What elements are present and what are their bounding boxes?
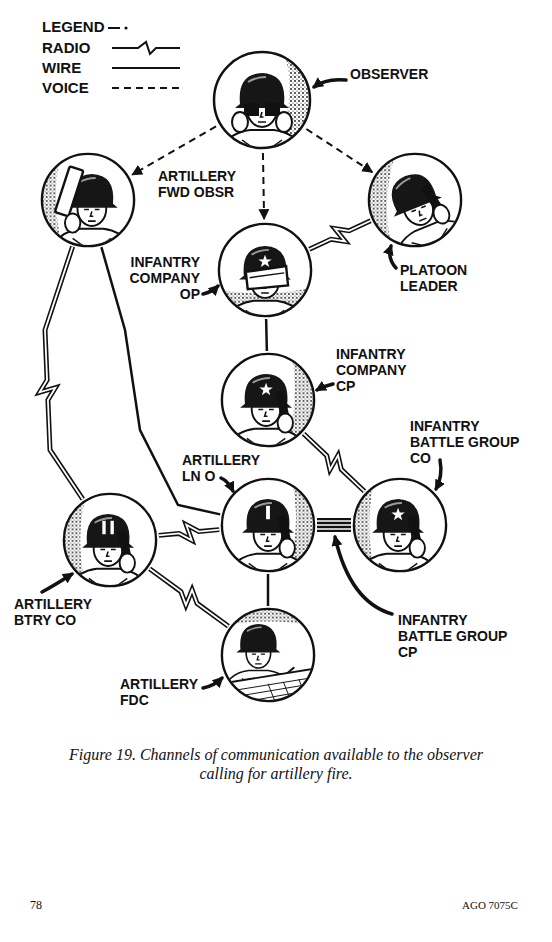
legend: RADIO WIRE VOICE xyxy=(42,38,182,98)
wire-link xyxy=(265,319,268,351)
radio-link xyxy=(309,221,370,250)
radio-link xyxy=(159,525,219,541)
channel xyxy=(150,569,229,626)
voice-link xyxy=(132,126,216,174)
soldier-circle: ARTILLERY FWD OBSR xyxy=(40,152,136,248)
soldier-illustration xyxy=(212,50,312,150)
channel xyxy=(268,574,269,606)
channel xyxy=(263,153,264,219)
legend-dash xyxy=(108,27,120,29)
node-label: INFANTRY COMPANY CP xyxy=(336,346,422,394)
soldier-illustration xyxy=(217,222,313,318)
legend-item: RADIO xyxy=(42,38,182,58)
soldier-illustration xyxy=(220,352,316,448)
band-stripe xyxy=(317,528,351,529)
soldier-circle: INFANTRY BATTLE GROUP CO xyxy=(352,477,448,573)
soldier-circle: INFANTRY COMPANY OP xyxy=(217,222,313,318)
channel xyxy=(159,525,219,541)
soldier-illustration xyxy=(220,607,316,703)
legend-sample xyxy=(110,58,182,78)
soldier-illustration xyxy=(40,152,136,248)
node-label: INFANTRY BATTLE GROUP CO xyxy=(410,418,526,466)
wire-link xyxy=(267,574,270,606)
pointer-arrow xyxy=(317,384,333,390)
band-link xyxy=(317,518,351,532)
node-label: ARTILLERY LN O xyxy=(182,452,268,484)
soldier-circle: ARTILLERY BTRY CO xyxy=(62,492,158,588)
legend-sample xyxy=(110,78,182,98)
pointer-arrow xyxy=(314,80,346,87)
figure-caption: Figure 19. Channels of communication ava… xyxy=(56,745,496,783)
soldier-illustration xyxy=(220,477,316,573)
radio-line-core xyxy=(309,221,370,250)
pointer-arrows xyxy=(42,80,441,688)
channel xyxy=(309,221,370,250)
node-label: ARTILLERY FWD OBSR xyxy=(158,168,244,200)
channel xyxy=(266,319,268,351)
radio-link xyxy=(40,247,83,500)
legend-text: VOICE xyxy=(42,79,104,97)
wire-sample xyxy=(112,67,180,69)
pointer-arrow xyxy=(42,574,72,592)
channel xyxy=(40,247,83,500)
soldier-circle: OBSERVER xyxy=(212,50,312,150)
node-label: ARTILLERY FDC xyxy=(120,676,206,708)
radio-link xyxy=(304,434,365,492)
soldier-illustration xyxy=(352,477,448,573)
pointer-arrow xyxy=(390,246,396,268)
pointer-arrow xyxy=(203,286,218,294)
page-number: 78 xyxy=(30,898,42,912)
legend-dot xyxy=(124,26,127,29)
pointer-arrow xyxy=(221,478,233,491)
radio-line-core xyxy=(304,434,365,492)
radio-sample xyxy=(112,42,180,54)
soldier-illustration xyxy=(367,152,463,248)
soldier-circle: ARTILLERY LN O xyxy=(220,477,316,573)
soldier-circle: INFANTRY COMPANY CP xyxy=(220,352,316,448)
legend-text: WIRE xyxy=(42,59,104,77)
node-label: OBSERVER xyxy=(350,66,428,82)
node-label: INFANTRY COMPANY OP xyxy=(114,254,200,302)
soldier-circle: ARTILLERY FDC xyxy=(220,607,316,703)
radio-line-core xyxy=(150,569,229,626)
radio-line-core xyxy=(40,247,83,500)
radio-line-core xyxy=(159,525,219,541)
legend-item: VOICE xyxy=(42,78,182,98)
node-label: ARTILLERY BTRY CO xyxy=(14,596,100,628)
band-stripe xyxy=(317,520,351,521)
pointer-arrow xyxy=(436,460,441,489)
channel xyxy=(304,434,365,492)
legend-heading: LEGEND xyxy=(42,18,105,36)
channel xyxy=(317,521,351,529)
soldier-illustration xyxy=(62,492,158,588)
channel xyxy=(132,126,216,174)
pointer-arrow xyxy=(203,678,222,688)
voice-link xyxy=(263,153,264,219)
band-stripe xyxy=(317,524,351,525)
form-number: AGO 7075C xyxy=(462,898,518,912)
voice-sample xyxy=(112,87,180,89)
soldier-circle: PLATOON LEADER xyxy=(367,152,463,248)
channel xyxy=(306,129,372,172)
radio-link xyxy=(150,569,229,626)
callout-label: INFANTRY BATTLE GROUP CP xyxy=(398,612,514,660)
voice-link xyxy=(306,129,372,172)
legend-dash-dot xyxy=(108,26,128,29)
node-label: PLATOON LEADER xyxy=(400,262,486,294)
legend-sample xyxy=(110,38,182,58)
legend-item: WIRE xyxy=(42,58,182,78)
legend-text: RADIO xyxy=(42,39,104,57)
